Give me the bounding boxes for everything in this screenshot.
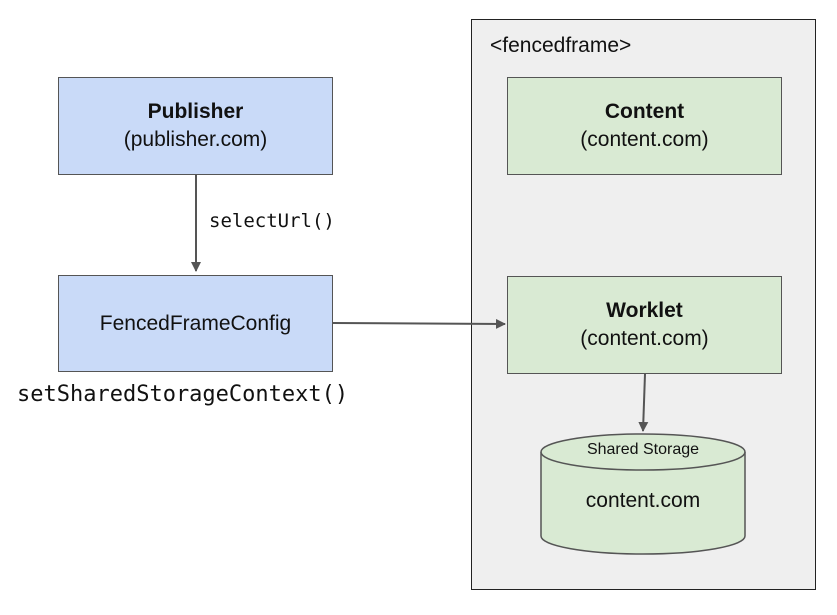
worklet-box: Worklet (content.com) xyxy=(507,276,782,374)
fencedframeconfig-label: FencedFrameConfig xyxy=(99,311,292,335)
worklet-origin: (content.com) xyxy=(580,327,709,350)
publisher-box: Publisher (publisher.com) xyxy=(58,77,333,175)
worklet-title: Worklet xyxy=(606,299,683,322)
select-url-label: selectUrl() xyxy=(209,210,335,232)
fencedframe-label: <fencedframe> xyxy=(490,34,632,57)
shared-storage-title: Shared Storage xyxy=(586,441,700,458)
arrow-config-to-worklet xyxy=(332,318,506,329)
content-origin: (content.com) xyxy=(580,128,709,151)
arrow-worklet-to-storage xyxy=(638,373,649,432)
content-box: Content (content.com) xyxy=(507,77,782,175)
publisher-title: Publisher xyxy=(147,100,244,123)
shared-storage-origin: content.com xyxy=(585,489,701,512)
set-shared-storage-context-label: setSharedStorageContext() xyxy=(17,382,349,407)
fencedframeconfig-box: FencedFrameConfig xyxy=(58,275,333,372)
content-title: Content xyxy=(604,100,685,123)
publisher-origin: (publisher.com) xyxy=(123,128,268,151)
shared-storage-cylinder xyxy=(540,433,746,555)
